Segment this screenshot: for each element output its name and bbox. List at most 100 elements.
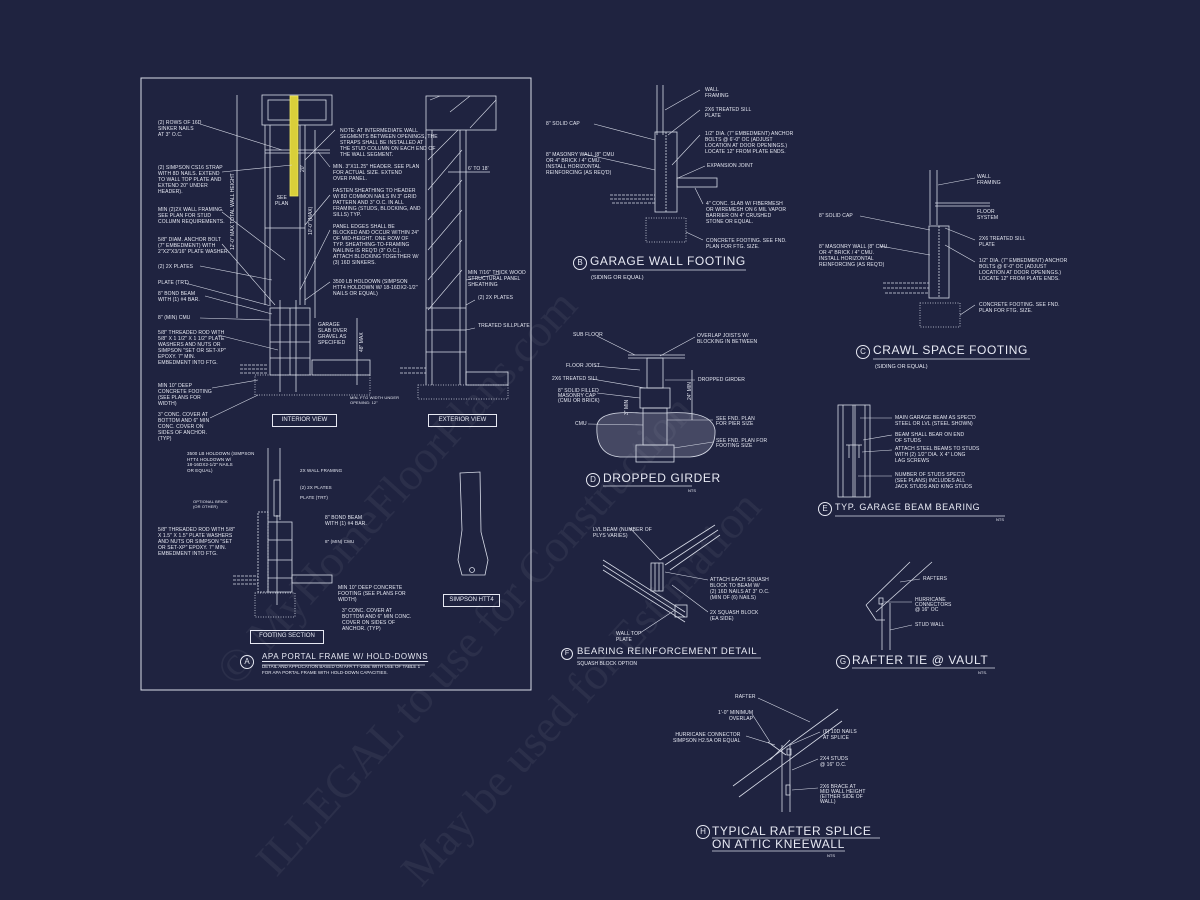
label-wall-framing: MIN (2)2X WALL FRAMING. SEE PLAN FOR STU… bbox=[158, 207, 225, 225]
label-d-pier: SEE FND. PLAN FOR PIER SIZE bbox=[716, 416, 755, 427]
label-d-subfloor: SUB FLOOR bbox=[573, 332, 603, 338]
interior-view-drawing bbox=[236, 94, 371, 396]
detail-b-marker: B bbox=[573, 256, 587, 270]
label-footing-rod: 5/8" THREADED ROD WITH 5/8" x 1.5" x 1.5… bbox=[158, 527, 236, 557]
label-panel-edges: PANEL EDGES SHALL BE BLOCKED AND OCCUR W… bbox=[333, 224, 419, 266]
label-note: NOTE: AT INTERMEDIATE WALL SEGMENTS BETW… bbox=[340, 128, 438, 158]
label-f-lvl: LVL BEAM (NUMBER OF PLYS VARIES) bbox=[593, 527, 652, 539]
label-conc-cover: 3" CONC. COVER AT BOTTOM AND 6" MIN CONC… bbox=[158, 412, 210, 442]
label-c-cap: 8" SOLID CAP bbox=[819, 213, 853, 219]
label-c-floor: FLOOR SYSTEM bbox=[977, 209, 999, 221]
label-e-beam: MAIN GARAGE BEAM AS SPEC'D STEEL OR LVL … bbox=[895, 415, 976, 427]
label-e-attach: ATTACH STEEL BEAMS TO STUDS WITH (2) 1/2… bbox=[895, 446, 980, 464]
label-ftg-width: MIN. FTG WIDTH UNDER OPENING: 12" bbox=[350, 395, 400, 405]
label-d-cap: 8" SOLID FILLED MASONRY CAP (CMU OR BRIC… bbox=[558, 388, 600, 404]
bearing-reinforcement-drawing bbox=[602, 524, 721, 623]
label-footing-cmu: 8" (MIN) CMU bbox=[325, 539, 355, 544]
label-c-bolts: 1/2" DIA. (7" EMBEDMENT) ANCHOR BOLTS @ … bbox=[979, 258, 1068, 282]
detail-h-nts: NTS bbox=[827, 853, 835, 858]
label-see-plan: SEE PLAN bbox=[275, 195, 289, 207]
detail-h-marker: H bbox=[696, 825, 710, 839]
detail-e-marker: E bbox=[818, 502, 832, 516]
label-footing-framing: 2X WALL FRAMING bbox=[300, 468, 343, 473]
label-d-overlap: OVERLAP JOISTS W/ BLOCKING IN BETWEEN bbox=[697, 333, 758, 345]
label-footing-plate-trt: PLATE (TRT) bbox=[300, 495, 328, 500]
garage-beam-bearing-drawing bbox=[837, 404, 871, 498]
leader-lines bbox=[184, 89, 976, 791]
label-d-footing: SEE FND. PLAN FOR FOOTING SIZE bbox=[716, 438, 768, 449]
label-optional-brick: OPTIONAL BRICK (OR OTHER) bbox=[193, 499, 228, 509]
label-fasten-sheathing: FASTEN SHEATHING TO HEADER W/ 8d COMMON … bbox=[333, 188, 421, 218]
label-f-plate: WALL TOP PLATE bbox=[616, 631, 642, 643]
label-span: 6' TO 18' bbox=[468, 166, 489, 172]
label-footing-cover: 3" CONC. COVER AT BOTTOM AND 6" MIN CONC… bbox=[342, 608, 412, 632]
simpson-htt4-label: SIMPSON HTT4 bbox=[443, 594, 500, 607]
label-d-girder: DROPPED GIRDER bbox=[698, 377, 745, 383]
detail-h-title-line1: TYPICAL RAFTER SPLICE bbox=[712, 824, 872, 838]
dim-wall-max: 10'-0" (MAX) bbox=[308, 206, 314, 235]
footing-section-label: FOOTING SECTION bbox=[250, 630, 324, 644]
label-b-sill: 2x6 TREATED SILL PLATE bbox=[705, 107, 752, 119]
label-b-wall: 8" MASONRY WALL (8" CMU OR 4" BRICK / 4"… bbox=[546, 152, 615, 176]
detail-d-title: DROPPED GIRDER bbox=[603, 471, 721, 485]
label-e-studs: NUMBER OF STUDS SPEC'D (SEE PLANS) INCLU… bbox=[895, 472, 973, 490]
label-h-studs: 2x4 STUDS @ 16" O.C. bbox=[820, 756, 849, 768]
detail-c-marker: C bbox=[856, 345, 870, 359]
label-f-attach: ATTACH EACH SQUASH BLOCK TO BEAM W/ (2) … bbox=[710, 577, 770, 601]
label-footing: MIN 10" DEEP CONCRETE FOOTING (SEE PLANS… bbox=[158, 383, 212, 407]
detail-b-title: GARAGE WALL FOOTING bbox=[590, 254, 746, 268]
label-g-hurricane: HURRICANE CONNECTORS @ 16" OC bbox=[915, 597, 952, 613]
rafter-tie-drawing bbox=[865, 561, 933, 650]
detail-f-title: BEARING REINFORCEMENT DETAIL bbox=[577, 646, 758, 657]
detail-d-marker: D bbox=[586, 473, 600, 487]
interior-view-label: INTERIOR VIEW bbox=[272, 414, 337, 427]
label-b-joint: EXPANSION JOINT bbox=[707, 163, 754, 169]
label-anchor-bolt: 5/8" DIAM. ANCHOR BOLT (7" EMBEDMENT) WI… bbox=[158, 237, 230, 255]
label-b-framing: WALL FRAMING bbox=[705, 87, 729, 99]
dim-24-min: 24" MIN bbox=[687, 382, 693, 400]
dim-48-max: 48" MAX bbox=[359, 332, 365, 352]
label-threaded-rod: 5/8" THREADED ROD WITH 5/8" x 1 1/2" x 1… bbox=[158, 330, 226, 366]
detail-c-title: CRAWL SPACE FOOTING bbox=[873, 343, 1028, 357]
label-bond-beam: 8" BOND BEAM WITH (1) #4 BAR. bbox=[158, 291, 200, 303]
detail-e-nts: NTS bbox=[996, 517, 1004, 522]
detail-a-subtitle: DETAIL AND APPLICATION BASED ON APA TT-1… bbox=[262, 664, 421, 675]
detail-f-subtitle: SQUASH BLOCK OPTION bbox=[577, 661, 638, 667]
detail-f-marker: F bbox=[561, 648, 573, 660]
crawl-space-footing-drawing bbox=[883, 170, 990, 328]
label-b-slab: 4" CONC. SLAB w/ FIBERMESH OR WIREMESH O… bbox=[706, 201, 787, 225]
label-h-nails: (6) 10d NAILS AT SPLICE bbox=[823, 729, 857, 741]
label-sillplate: TREATED SILLPLATE bbox=[478, 323, 530, 329]
exterior-view-label: EXTERIOR VIEW bbox=[428, 414, 497, 427]
label-sinker-nails: (2) ROWS OF 16d SINKER NAILS AT 3" O.C. bbox=[158, 120, 202, 138]
label-d-joist: FLOOR JOIST bbox=[566, 363, 600, 369]
detail-b-subtitle: (SIDING OR EQUAL) bbox=[591, 275, 644, 281]
detail-a-marker: A bbox=[240, 655, 254, 669]
label-f-block: 2x SQUASH BLOCK (EA SIDE) bbox=[710, 610, 759, 622]
garage-wall-footing-drawing bbox=[610, 85, 718, 243]
label-b-footing: CONCRETE FOOTING. SEE FND. PLAN FOR FTG.… bbox=[706, 238, 787, 250]
label-footing-bond-beam: 8" BOND BEAM WITH (1) #4 BAR. bbox=[325, 515, 367, 527]
label-b-cap: 8" SOLID CAP bbox=[546, 121, 580, 127]
label-c-sill: 2x6 TREATED SILL PLATE bbox=[979, 236, 1026, 248]
detail-g-nts: NTS. bbox=[978, 670, 988, 675]
label-d-sill: 2x6 TREATED SILL bbox=[552, 376, 599, 382]
label-holdown: 3500 LB HOLDOWN (SIMPSON HTT4 HOLDOWN W/… bbox=[333, 279, 418, 297]
detail-h-title-line2: ON ATTIC KNEEWALL bbox=[712, 837, 845, 851]
label-simpson-strap: (2) SIMPSON CS16 STRAP WITH 8d NAILS. EX… bbox=[158, 165, 223, 195]
label-garage-slab: GARAGE SLAB OVER GRAVEL AS SPECIFIED bbox=[318, 322, 348, 346]
label-g-rafters: RAFTERS bbox=[923, 576, 948, 582]
label-footing-holdown: 3500 LB HOLDOWN (SIMPSON HTT4 HOLDOWN W/… bbox=[187, 451, 255, 473]
label-g-stud: STUD WALL bbox=[915, 622, 945, 628]
label-h-connector: HURRICANE CONNECTOR SIMPSON H2.5A OR EQU… bbox=[673, 732, 741, 744]
detail-a-frame bbox=[140, 77, 532, 691]
label-c-framing: WALL FRAMING bbox=[977, 174, 1001, 186]
detail-e-title: TYP. GARAGE BEAM BEARING bbox=[835, 502, 981, 512]
detail-c-subtitle: (SIDING OR EQUAL) bbox=[875, 364, 928, 370]
dim-total-height: 12'-0" MAX TOTAL WALL HEIGHT bbox=[230, 173, 236, 250]
label-h-overlap: 1'-0" MINIMUM OVERLAP bbox=[718, 710, 754, 722]
footing-section-drawing bbox=[233, 448, 489, 618]
label-h-brace: 2x6 BRACE AT MID WALL HEIGHT (EITHER SID… bbox=[820, 784, 866, 805]
detail-g-title: RAFTER TIE @ VAULT bbox=[852, 653, 989, 667]
